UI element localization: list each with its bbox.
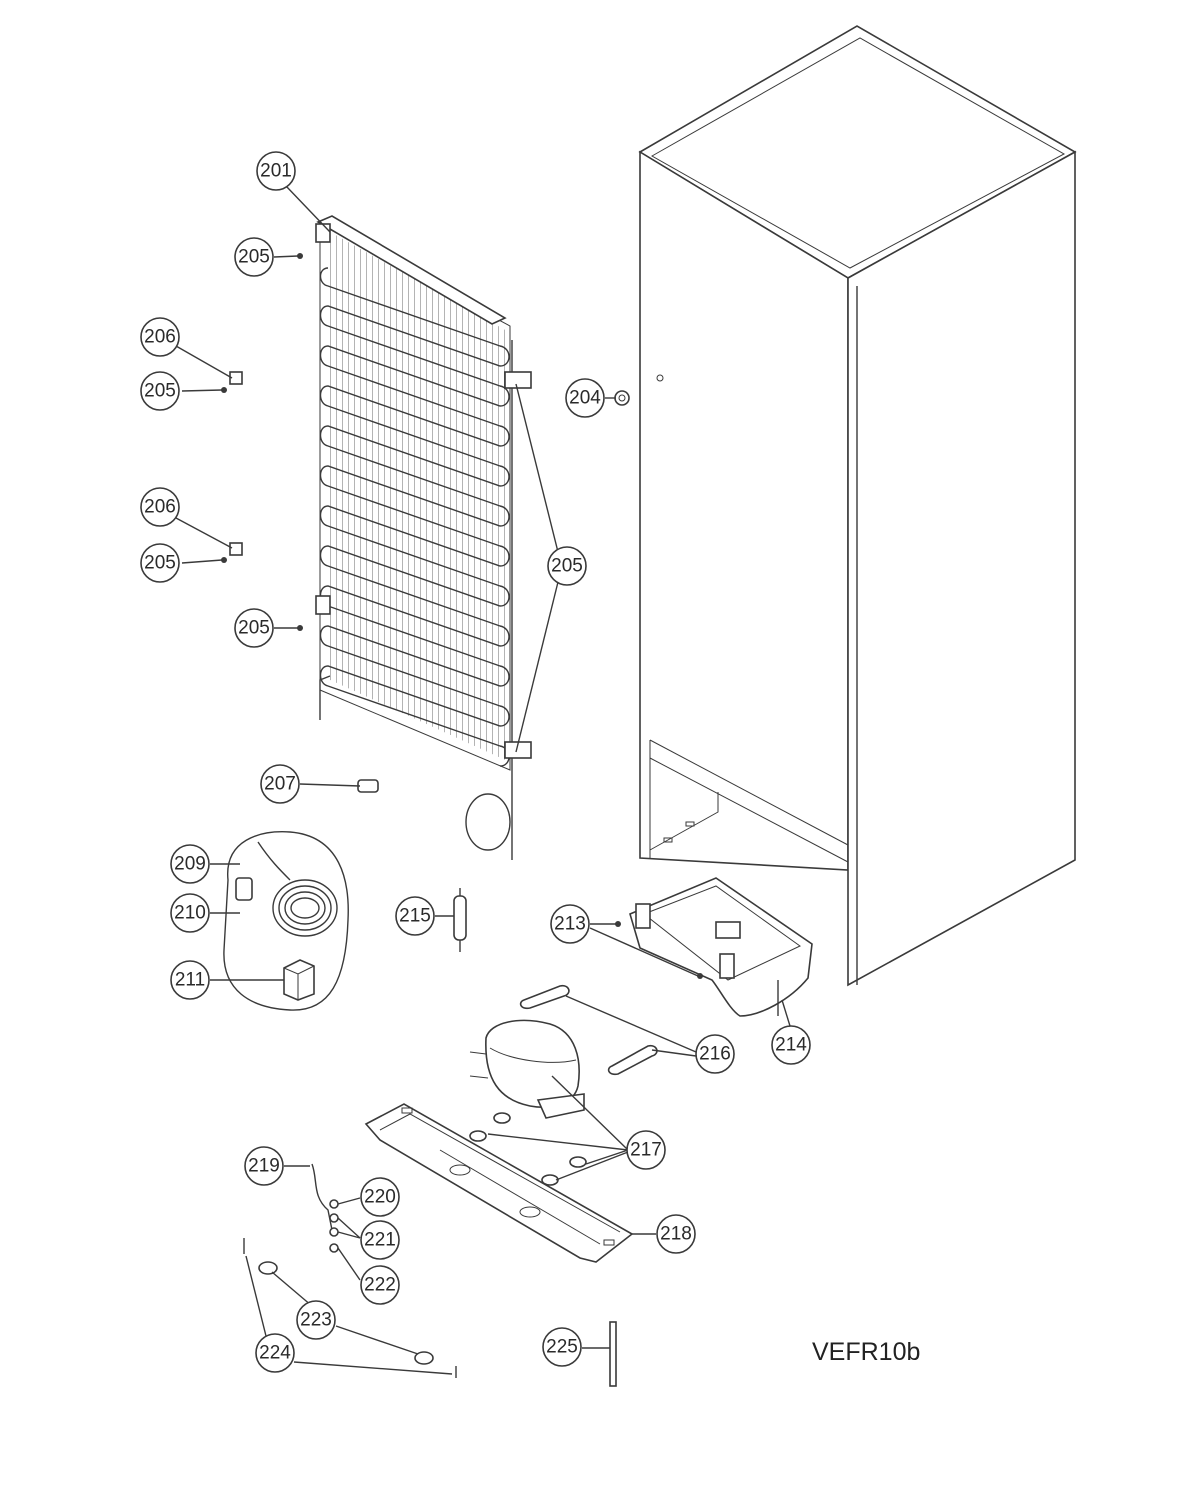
callout-221: 221	[360, 1220, 400, 1260]
compressor	[469, 1019, 587, 1186]
callout-label-223: 223	[300, 1310, 332, 1331]
leader-lines	[175, 185, 791, 1375]
callout-220: 220	[360, 1177, 400, 1217]
callout-label-220: 220	[364, 1187, 396, 1208]
callout-label-225: 225	[546, 1337, 578, 1358]
callout-219: 219	[244, 1146, 284, 1186]
callout-label-218: 218	[660, 1224, 692, 1245]
callout-label-224: 224	[259, 1343, 291, 1364]
callout-label-206: 206	[144, 497, 176, 518]
callout-label-206: 206	[144, 327, 176, 348]
callout-205-top: 205	[234, 237, 274, 277]
callout-label-215: 215	[399, 906, 431, 927]
callout-206-lower: 206	[140, 487, 180, 527]
callout-label-219: 219	[248, 1156, 280, 1177]
callout-label-205: 205	[551, 556, 583, 577]
cabinet-body	[638, 25, 1077, 987]
callout-label-205: 205	[144, 381, 176, 402]
callout-204: 204	[565, 378, 605, 418]
callout-214: 214	[771, 1025, 811, 1065]
callout-label-210: 210	[174, 903, 206, 924]
screw-parts	[221, 253, 630, 793]
callout-222: 222	[360, 1265, 400, 1305]
callout-label-216: 216	[699, 1044, 731, 1065]
callout-207: 207	[260, 764, 300, 804]
callout-225: 225	[542, 1327, 582, 1367]
callout-label-221: 221	[364, 1230, 396, 1251]
base-plate	[364, 1103, 634, 1263]
callout-217: 217	[626, 1130, 666, 1170]
callout-label-204: 204	[569, 388, 601, 409]
callout-223: 223	[296, 1300, 336, 1340]
condenser-coil	[315, 215, 532, 860]
callout-201: 201	[256, 151, 296, 191]
callout-218: 218	[656, 1214, 696, 1254]
power-cord-kit	[223, 831, 349, 1011]
callout-label-213: 213	[554, 914, 586, 935]
callout-205-upper: 205	[140, 371, 180, 411]
callout-205-right: 205	[547, 546, 587, 586]
callout-label-205: 205	[238, 247, 270, 268]
callout-224: 224	[255, 1333, 295, 1373]
callout-215: 215	[395, 896, 435, 936]
mounting-hardware	[311, 1163, 339, 1253]
tube-part	[609, 1321, 617, 1387]
compressor-straps	[519, 984, 658, 1076]
filter-drier	[453, 888, 467, 952]
callout-210: 210	[170, 893, 210, 933]
callout-label-205: 205	[238, 618, 270, 639]
callout-label-211: 211	[175, 970, 205, 991]
callout-206-upper: 206	[140, 317, 180, 357]
callout-label-214: 214	[775, 1035, 807, 1056]
callout-label-207: 207	[264, 774, 296, 795]
callout-label-217: 217	[630, 1140, 662, 1161]
callout-label-209: 209	[174, 854, 206, 875]
callout-213: 213	[550, 904, 590, 944]
leveling-feet	[243, 1238, 457, 1378]
model-code-label: VEFR10b	[812, 1338, 921, 1366]
callout-label-201: 201	[260, 161, 292, 182]
callout-label-205: 205	[144, 553, 176, 574]
callout-205-lower: 205	[140, 543, 180, 583]
drip-tray	[615, 877, 813, 1017]
callout-label-222: 222	[364, 1275, 396, 1296]
callout-216: 216	[695, 1034, 735, 1074]
callout-209: 209	[170, 844, 210, 884]
callout-205-bottom: 205	[234, 608, 274, 648]
callout-211: 211	[170, 960, 210, 1000]
